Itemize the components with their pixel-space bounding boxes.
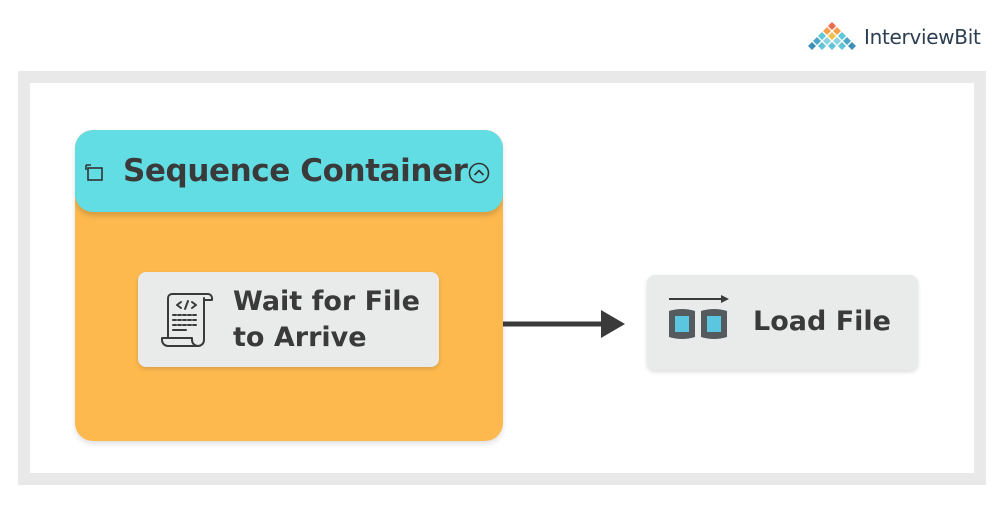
task-wait-label-line2: to Arrive bbox=[233, 322, 367, 353]
task-wait-label-line1: Wait for File bbox=[233, 286, 420, 317]
chevron-up-circle-icon[interactable] bbox=[468, 162, 490, 184]
task-load-file[interactable]: Load File bbox=[647, 275, 918, 370]
sequence-container-title: Sequence Container bbox=[123, 153, 468, 189]
task-wait-label: Wait for File to Arrive bbox=[233, 284, 433, 356]
brand-logo: InterviewBit bbox=[808, 18, 981, 56]
container-frame-icon bbox=[85, 164, 103, 181]
sequence-container-header[interactable]: Sequence Container bbox=[75, 130, 503, 212]
precedence-arrow[interactable] bbox=[503, 306, 627, 342]
task-wait-for-file[interactable]: Wait for File to Arrive bbox=[138, 272, 439, 367]
data-flow-icon bbox=[669, 295, 729, 339]
script-scroll-icon bbox=[161, 293, 213, 347]
brand-name: InterviewBit bbox=[864, 25, 981, 49]
task-load-label: Load File bbox=[753, 306, 891, 337]
interviewbit-pyramid-logo-icon bbox=[808, 22, 856, 50]
